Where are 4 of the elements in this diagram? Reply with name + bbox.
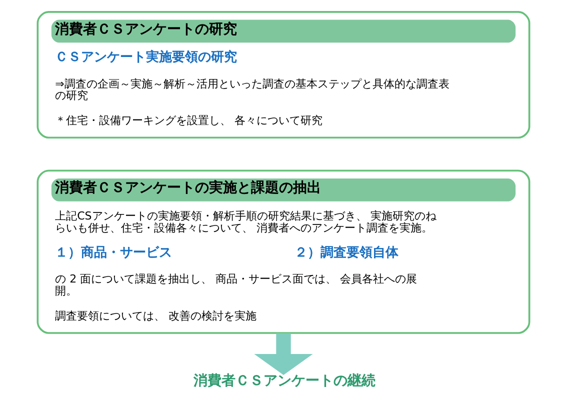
node-box: 消費者ＣＳアンケートの実施と課題の抽出 上記CSアンケートの実施要領・解析手順の研究結果に基づき、 実施研究のねらいも併せ、住宅・設備各々について、 消費者へのアンケート調査を実施。 １）商品・サービス ２）調査要領自体 の 2 面について課題を抽出し、 商品・サービス面では、 会員各社への展開。 調査要領については、 改善の検討を実施 xyxy=(36,170,530,334)
node-box: 消費者ＣＳアンケートの研究 ＣＳアンケート実施要領の研究 ⇒調査の企画～実施～解析～活用といった調査の基本ステップと具体的な調査表の研究 ＊住宅・設備ワーキングを設置し、 各々について研究 xyxy=(36,11,530,139)
node-text: 消費者ＣＳアンケートの継続 xyxy=(194,372,376,389)
arrow xyxy=(254,333,313,375)
